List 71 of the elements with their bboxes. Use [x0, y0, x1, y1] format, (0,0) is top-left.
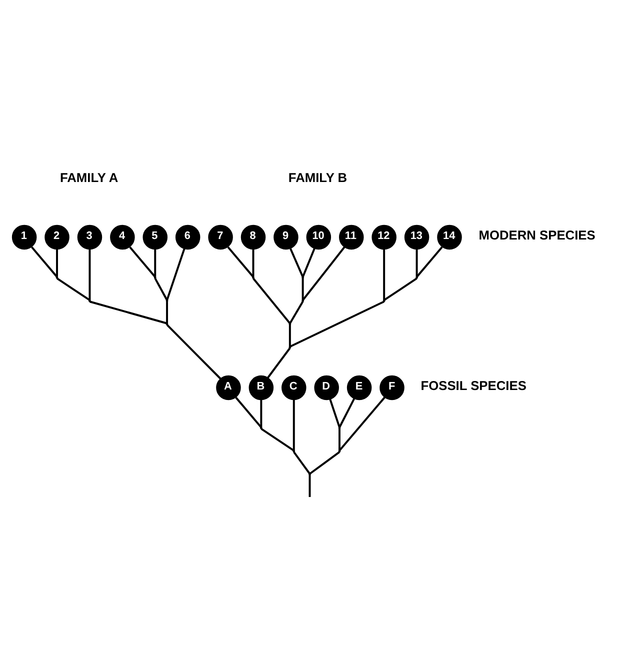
connector — [289, 301, 304, 324]
node-circle: E — [346, 375, 372, 400]
connector — [166, 302, 168, 324]
connector — [252, 249, 254, 277]
label: FAMILY A — [60, 170, 118, 186]
node-circle: 5 — [142, 224, 168, 250]
node-circle: C — [282, 375, 306, 400]
connector — [292, 400, 295, 451]
connector — [416, 246, 443, 278]
connector — [227, 246, 254, 278]
node-point — [416, 276, 418, 279]
node-point — [252, 276, 254, 279]
node-circle: 4 — [110, 224, 135, 250]
node-circle: 1 — [12, 224, 37, 250]
node-point — [292, 450, 296, 452]
node-point — [308, 473, 311, 476]
node-point — [288, 346, 292, 349]
connector — [302, 246, 346, 301]
connector — [308, 475, 311, 497]
connector — [252, 278, 291, 324]
node-circle: 3 — [77, 224, 102, 250]
node-circle: 6 — [175, 224, 200, 250]
connector — [329, 398, 340, 428]
node-circle: 8 — [240, 224, 266, 250]
node-circle: 9 — [274, 224, 298, 250]
connector — [56, 249, 58, 277]
node-circle: A — [216, 375, 241, 400]
connector — [56, 278, 90, 301]
label: MODERN SPECIES — [478, 228, 596, 243]
connector — [338, 398, 356, 428]
node-circle: 14 — [437, 224, 462, 250]
node-circle: B — [248, 375, 274, 400]
connector — [166, 248, 186, 300]
connector — [154, 278, 168, 301]
node-circle: 13 — [404, 224, 430, 250]
node-circle: 10 — [306, 224, 332, 250]
node-point — [338, 426, 341, 430]
node-circle: 7 — [208, 224, 233, 250]
node-point — [302, 300, 304, 302]
node-point — [154, 276, 156, 279]
node-point — [88, 300, 91, 302]
connector — [235, 396, 262, 428]
node-circle: 11 — [338, 224, 364, 250]
connector — [302, 278, 304, 300]
node-circle: 12 — [372, 224, 396, 250]
label: FOSSIL SPECIES — [420, 378, 526, 394]
connector — [383, 249, 386, 300]
connector — [338, 428, 340, 451]
node-point — [166, 300, 168, 302]
node-circle: F — [380, 375, 404, 400]
node-point — [56, 276, 58, 279]
node-point — [382, 300, 386, 302]
connector — [166, 324, 222, 380]
node-point — [338, 450, 341, 452]
node-circle: 2 — [44, 224, 70, 250]
connector — [267, 348, 291, 378]
connector — [154, 249, 156, 277]
node-circle: D — [314, 375, 339, 400]
connector — [260, 400, 262, 428]
connector — [416, 249, 418, 277]
label: FAMILY B — [288, 170, 348, 186]
connector — [31, 246, 58, 278]
connector — [384, 278, 418, 301]
connector — [88, 249, 91, 300]
connector — [129, 246, 156, 278]
connector — [290, 248, 304, 278]
node-point — [302, 276, 304, 279]
connector — [302, 248, 316, 278]
node-point — [260, 426, 262, 430]
node-point — [288, 322, 292, 326]
connector — [288, 324, 291, 347]
